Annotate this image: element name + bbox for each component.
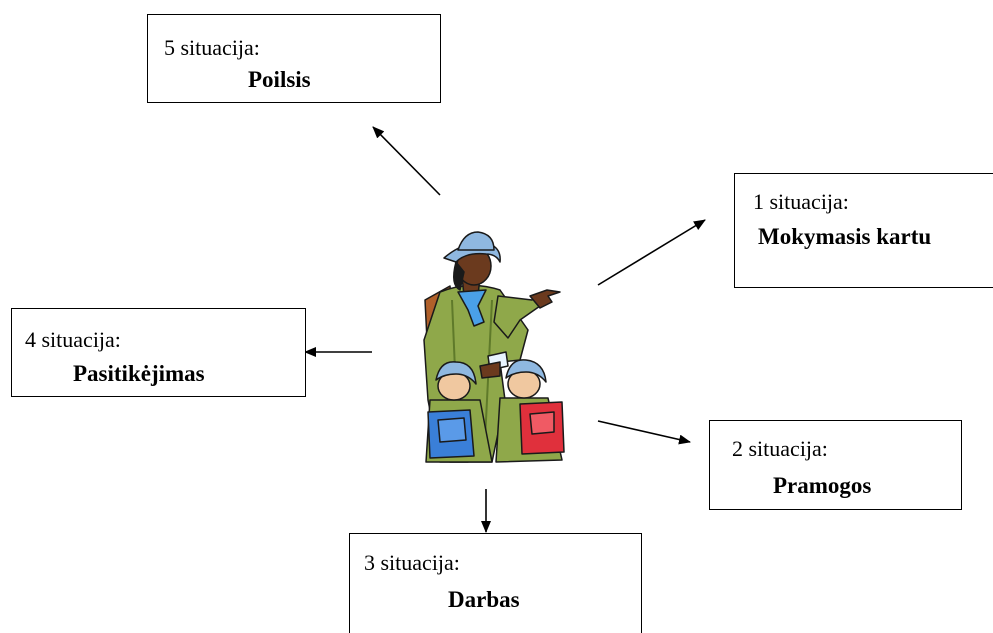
situation-5-title: Poilsis <box>248 67 311 92</box>
situation-2-box: 2 situacija: Pramogos <box>709 420 962 510</box>
leader-tie <box>457 289 487 327</box>
leader-hand <box>529 289 561 309</box>
situation-4-title: Pasitikėjimas <box>73 361 205 386</box>
arrows-layer <box>304 126 706 533</box>
scout-leader-clipart <box>423 231 565 463</box>
situation-3-title: Darbas <box>448 587 520 612</box>
situation-2-title: Pramogos <box>773 473 872 498</box>
left-child-hat <box>435 361 477 385</box>
arrow-to-mokymasis <box>597 219 706 286</box>
situation-4-box: 4 situacija: Pasitikėjimas <box>11 308 306 397</box>
arrow-to-pramogos <box>597 420 691 445</box>
arrow-to-poilsis <box>372 126 441 196</box>
situation-5-box: 5 situacija: Poilsis <box>147 14 441 103</box>
situation-5-label: 5 situacija: <box>164 35 260 60</box>
situation-1-box: 1 situacija: Mokymasis kartu <box>734 173 993 288</box>
situation-4-label: 4 situacija: <box>25 327 121 352</box>
situation-2-label: 2 situacija: <box>732 436 828 461</box>
situation-3-label: 3 situacija: <box>364 550 460 575</box>
situation-1-title: Mokymasis kartu <box>758 224 932 249</box>
situation-3-box: 3 situacija: Darbas <box>349 533 642 633</box>
situation-1-label: 1 situacija: <box>753 189 849 214</box>
right-child-hat <box>505 359 547 383</box>
